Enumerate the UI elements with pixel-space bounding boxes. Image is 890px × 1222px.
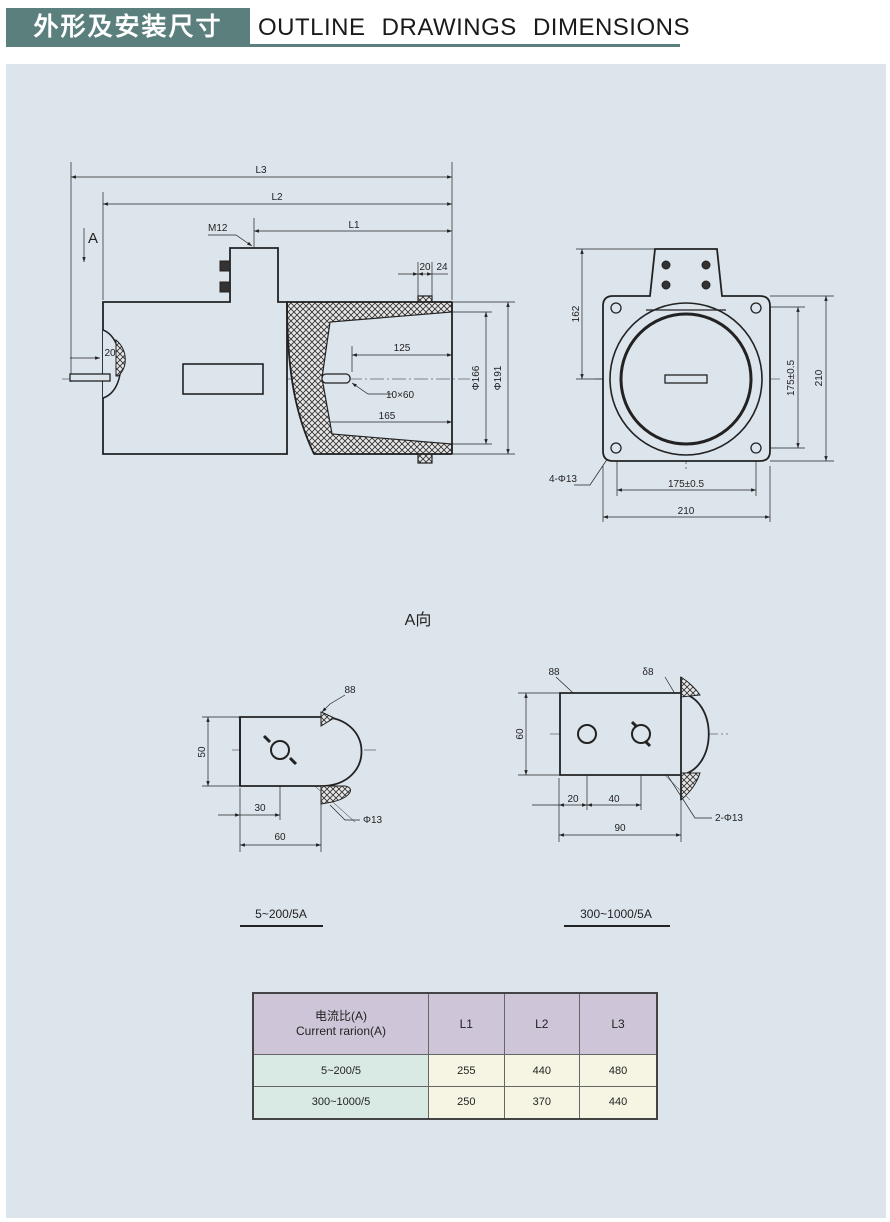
dim-4-holes: 4-Φ13 [549,474,577,485]
dim-l1: L1 [348,220,360,231]
dim-175-horizontal: 175±0.5 [668,479,705,490]
side-view-labels: L3 L2 L1 M12 A 20 24 20 125 10×60 165 Φ1… [88,165,504,422]
title-english: OUTLINE DRAWINGS DIMENSIONS [258,14,690,41]
dim-88-a: 88 [548,667,560,678]
table-cell-ratio: 300~1000/5 [252,1086,429,1119]
view-a-arrow-label: A [88,230,98,247]
dim-210-horizontal: 210 [678,506,695,517]
dim-162: 162 [571,305,582,322]
dim-20-top: 20 [419,262,431,273]
dim-90: 90 [614,823,626,834]
dim-m12: M12 [208,223,228,234]
terminal-view-large-labels: 88 δ8 60 20 40 90 2-Φ13 [515,667,743,834]
table-header-l2: L2 [503,992,581,1055]
table-header-l3: L3 [579,992,658,1055]
dim-40: 40 [608,794,620,805]
title-chinese: 外形及安装尺寸 [6,8,250,46]
table-cell-l3: 480 [579,1054,658,1087]
table-cell-l1: 255 [428,1054,505,1087]
dim-phi191: Φ191 [493,365,504,390]
table-header-ratio: 电流比(A) Current rarion(A) [252,992,429,1055]
table-row: 5~200/5 255 440 480 [252,1054,658,1087]
terminal-view-small-labels: 88 50 30 60 Φ13 [197,685,383,843]
dim-50: 50 [197,746,208,758]
dim-88-b: δ8 [642,667,654,678]
front-view-labels: 162 175±0.5 210 4-Φ13 175±0.5 210 [549,305,825,517]
terminal-view-small [202,694,376,852]
dim-20-left: 20 [104,348,116,359]
dim-30: 30 [254,803,266,814]
dim-20: 20 [567,794,579,805]
page-header: 外形及安装尺寸 OUTLINE DRAWINGS DIMENSIONS [0,0,890,60]
header-en: Current rarion(A) [295,1024,387,1038]
table-cell-l2: 440 [503,1054,581,1087]
header-cn: 电流比(A) [315,1009,367,1023]
table-cell-l1: 250 [428,1086,505,1119]
table-row: 300~1000/5 250 370 440 [252,1086,658,1119]
table-cell-l3: 440 [579,1086,658,1119]
variant-label-small: 5~200/5A [240,907,323,927]
title-underline [6,44,680,47]
view-a-label: A向 [405,611,432,629]
dimension-table: 电流比(A) Current rarion(A) L1 L2 L3 5~200/… [252,992,658,1120]
dim-210-vertical: 210 [814,369,825,386]
front-view [574,248,834,522]
dim-165: 165 [379,411,396,422]
side-view [62,162,515,464]
dim-60: 60 [274,832,286,843]
dim-60: 60 [515,728,526,740]
dim-slot: 10×60 [386,390,415,401]
dim-24: 24 [436,262,448,273]
dim-l3: L3 [255,165,267,176]
variant-label-large: 300~1000/5A [564,907,670,927]
terminal-view-large [518,676,728,842]
dim-2-holes: 2-Φ13 [715,813,743,824]
dim-phi166: Φ166 [471,365,482,390]
variant-label: 300~1000/5A [580,907,652,921]
table-header-row: 电流比(A) Current rarion(A) L1 L2 L3 [252,992,658,1055]
dim-88: 88 [344,685,356,696]
dim-125: 125 [394,343,411,354]
table-cell-ratio: 5~200/5 [252,1054,429,1087]
table-header-l1: L1 [428,992,505,1055]
dim-175-vertical: 175±0.5 [786,360,797,397]
dim-phi13: Φ13 [363,815,383,826]
table-cell-l2: 370 [503,1086,581,1119]
variant-label: 5~200/5A [255,907,307,921]
dim-l2: L2 [271,192,283,203]
